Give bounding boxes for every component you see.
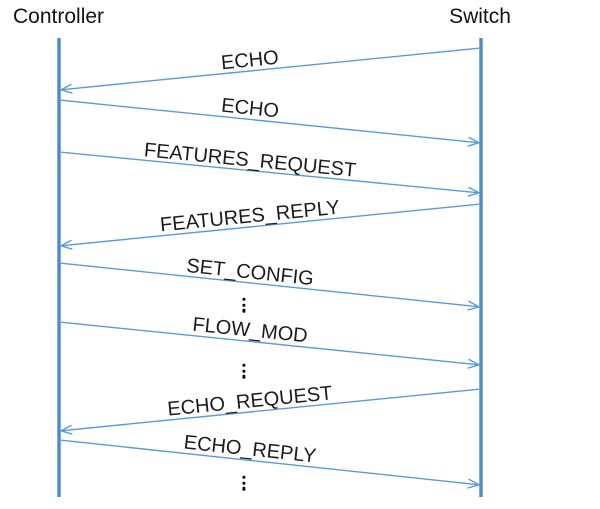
arrowhead	[467, 478, 481, 489]
message-line	[60, 388, 480, 432]
message-line	[60, 203, 480, 247]
message-line	[60, 151, 480, 194]
message-line	[60, 262, 480, 308]
arrowhead	[467, 358, 481, 369]
arrowhead	[467, 300, 481, 311]
arrowhead	[467, 186, 481, 197]
participant-label-controller: Controller	[13, 5, 105, 28]
message-line	[60, 99, 480, 144]
participant-label-switch: Switch	[449, 5, 511, 28]
message-line	[60, 439, 480, 486]
arrowhead	[59, 83, 73, 94]
arrowhead	[59, 424, 73, 435]
arrowhead	[59, 239, 73, 250]
message-line	[60, 47, 480, 91]
message-line	[60, 321, 480, 366]
arrowhead	[467, 136, 481, 147]
